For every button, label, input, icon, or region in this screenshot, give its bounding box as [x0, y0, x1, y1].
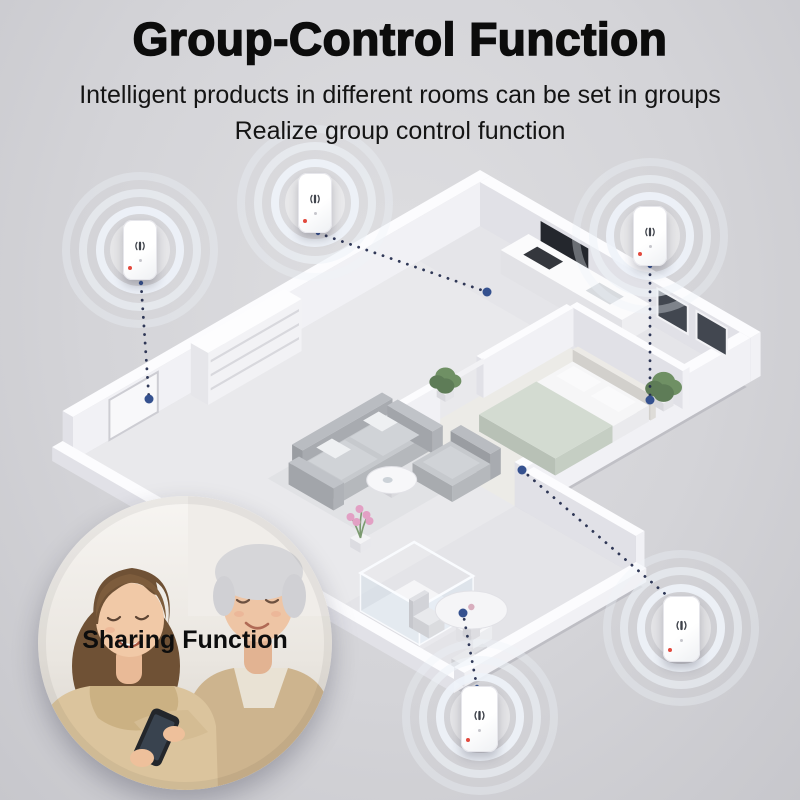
status-led	[638, 252, 642, 256]
sound-wave-icon	[132, 238, 148, 254]
page-title: Group-Control Function	[132, 12, 668, 66]
reset-hole	[648, 245, 652, 248]
smart-sensor-3	[633, 206, 667, 266]
sound-wave-icon	[642, 224, 658, 240]
smart-sensor-2	[298, 173, 332, 233]
sound-wave-icon	[673, 617, 690, 634]
header: Group-Control Function Intelligent produ…	[0, 12, 800, 150]
status-led	[303, 219, 307, 223]
reset-hole	[680, 638, 683, 642]
status-led	[128, 266, 132, 270]
status-led	[668, 648, 672, 652]
younger-woman	[38, 568, 218, 790]
reset-hole	[313, 212, 317, 215]
smart-sensor-5	[461, 686, 498, 752]
photo-caption: Sharing Function	[82, 626, 288, 654]
subtitle-line-1: Intelligent products in different rooms …	[79, 81, 721, 109]
sound-wave-icon	[471, 707, 488, 724]
smart-sensor-4	[663, 596, 700, 662]
status-led	[466, 738, 470, 742]
subtitle-line-2: Realize group control function	[234, 117, 566, 145]
sound-wave-icon	[307, 191, 323, 207]
reset-hole	[478, 728, 481, 732]
smart-sensor-1	[123, 220, 157, 280]
reset-hole	[138, 259, 142, 262]
